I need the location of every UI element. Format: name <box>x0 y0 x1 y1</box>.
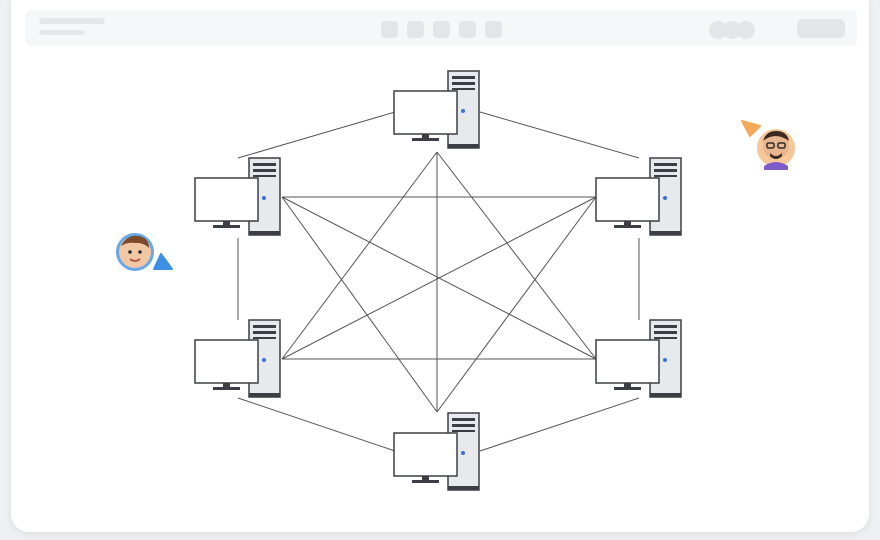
link-top-upper-left <box>237 111 396 159</box>
desktop-computer-icon[interactable] <box>393 412 480 491</box>
link-upper-right-lower-left <box>281 196 597 360</box>
collaborator-dot-2[interactable] <box>723 21 741 39</box>
document-subtitle-placeholder <box>39 30 85 35</box>
link-upper-right-bottom <box>436 196 597 413</box>
desktop-computer-icon[interactable] <box>595 157 682 236</box>
collaborator-dot-3[interactable] <box>737 21 755 39</box>
link-upper-left-bottom <box>281 196 438 413</box>
collaborator-dot-1[interactable] <box>709 21 727 39</box>
link-lower-left-bottom <box>237 397 396 452</box>
tool-button-4[interactable] <box>459 21 476 38</box>
tool-button-5[interactable] <box>485 21 502 38</box>
pointer-arrow-icon <box>153 253 173 270</box>
link-top-upper-right <box>479 111 640 159</box>
link-lower-right-bottom <box>479 397 640 452</box>
pointer-arrow-icon <box>741 120 761 137</box>
desktop-computer-icon[interactable] <box>194 157 281 236</box>
tool-button-2[interactable] <box>407 21 424 38</box>
collaborator-avatar-left <box>114 231 156 273</box>
tool-button-3[interactable] <box>433 21 450 38</box>
link-top-lower-left <box>281 151 438 360</box>
link-top-lower-right <box>436 151 597 360</box>
share-button[interactable] <box>797 19 845 38</box>
document-title-placeholder <box>39 18 105 24</box>
tool-button-1[interactable] <box>381 21 398 38</box>
desktop-computer-icon[interactable] <box>194 319 281 398</box>
network-nodes <box>194 70 682 491</box>
desktop-computer-icon[interactable] <box>595 319 682 398</box>
network-links <box>237 111 640 452</box>
desktop-computer-icon[interactable] <box>393 70 480 149</box>
toolbar <box>25 10 857 46</box>
collaborator-avatar-right <box>755 127 797 170</box>
